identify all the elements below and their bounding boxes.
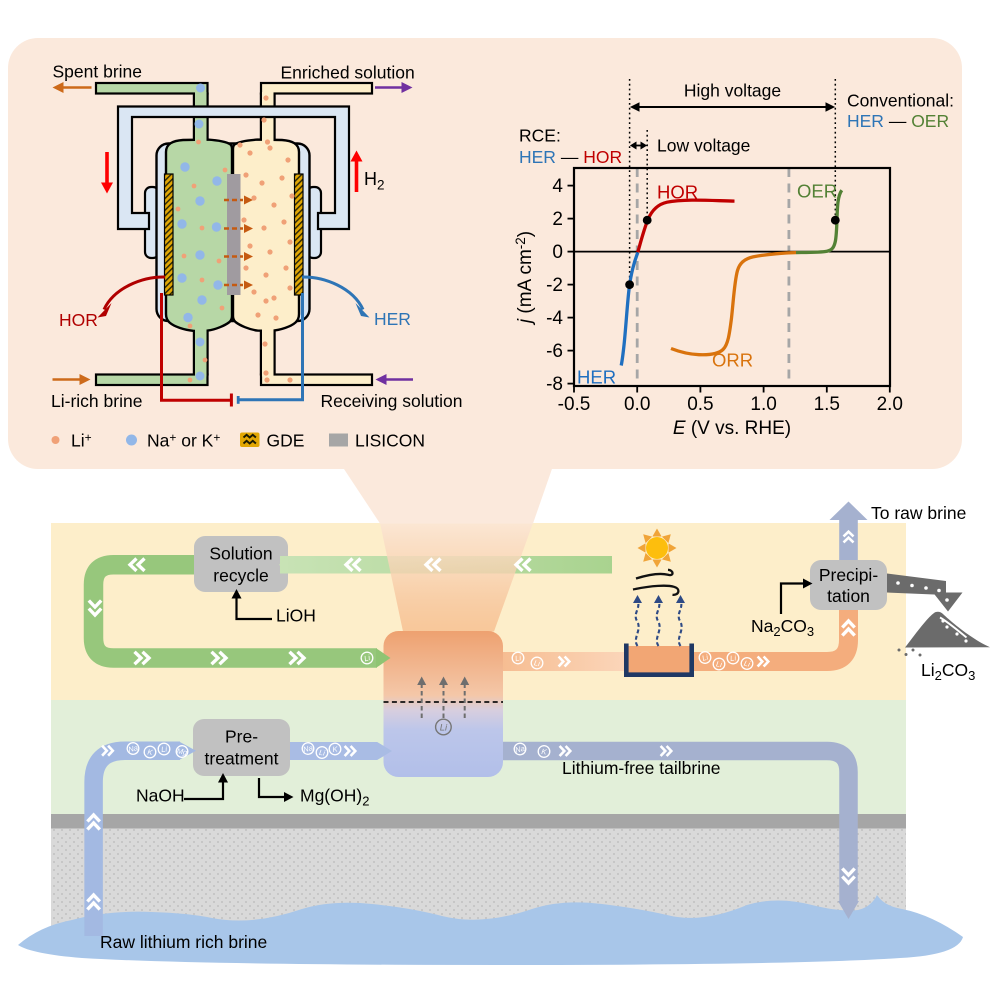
svg-text:Li: Li (715, 659, 722, 669)
svg-text:Mg: Mg (176, 746, 189, 757)
svg-text:LiOH: LiOH (276, 606, 316, 626)
svg-text:-4: -4 (546, 308, 563, 329)
svg-text:ORR: ORR (712, 350, 753, 371)
svg-text:tation: tation (827, 586, 870, 606)
svg-text:HER — HOR: HER — HOR (519, 147, 622, 167)
svg-text:Mg(OH)2: Mg(OH)2 (300, 786, 369, 809)
svg-text:Receiving solution: Receiving solution (321, 391, 463, 411)
svg-text:1.5: 1.5 (814, 394, 840, 415)
svg-text:NaOH: NaOH (136, 786, 185, 806)
svg-text:Li2CO3: Li2CO3 (921, 660, 975, 683)
svg-text:Li: Li (318, 748, 325, 758)
svg-text:4: 4 (552, 176, 563, 197)
svg-text:E (V vs. RHE): E (V vs. RHE) (673, 418, 791, 439)
svg-text:HOR: HOR (657, 182, 698, 203)
svg-text:LISICON: LISICON (355, 431, 425, 451)
svg-text:Na+ or K+: Na+ or K+ (147, 431, 220, 451)
svg-text:Na2CO3: Na2CO3 (751, 616, 814, 639)
svg-text:Li: Li (514, 653, 522, 663)
svg-text:OER: OER (797, 181, 837, 202)
svg-text:Na: Na (302, 743, 313, 754)
svg-text:HOR: HOR (59, 310, 98, 330)
svg-text:Spent brine: Spent brine (53, 62, 143, 82)
svg-text:-2: -2 (546, 275, 563, 296)
svg-text:Enriched solution: Enriched solution (281, 63, 415, 83)
svg-text:Li: Li (729, 653, 737, 663)
svg-text:Pre-: Pre- (225, 727, 258, 747)
svg-text:Raw lithium rich brine: Raw lithium rich brine (100, 932, 267, 952)
svg-text:Li-rich brine: Li-rich brine (51, 391, 142, 411)
svg-text:0.5: 0.5 (687, 394, 713, 415)
svg-text:Na: Na (127, 743, 139, 754)
svg-text:j (mA cm-2): j (mA cm-2) (513, 231, 536, 326)
svg-text:recycle: recycle (213, 566, 268, 586)
svg-text:HER — OER: HER — OER (847, 111, 949, 131)
svg-text:Li: Li (363, 653, 371, 663)
svg-text:-0.5: -0.5 (558, 394, 591, 415)
svg-text:K: K (541, 747, 548, 757)
svg-text:Li: Li (533, 658, 541, 668)
svg-text:Li: Li (440, 723, 448, 734)
svg-text:To raw brine: To raw brine (871, 503, 966, 523)
svg-text:1.0: 1.0 (750, 394, 776, 415)
svg-text:High voltage: High voltage (684, 81, 781, 101)
svg-text:Li: Li (160, 744, 167, 754)
svg-text:-8: -8 (546, 374, 563, 395)
svg-text:Solution: Solution (209, 544, 272, 564)
svg-text:Precipi-: Precipi- (819, 565, 878, 585)
svg-text:K: K (147, 747, 154, 757)
svg-text:2: 2 (552, 209, 563, 230)
svg-text:Conventional:: Conventional: (847, 91, 954, 111)
svg-text:Li: Li (743, 659, 751, 669)
svg-text:Low voltage: Low voltage (657, 136, 750, 156)
svg-text:HER: HER (374, 309, 411, 329)
svg-text:-6: -6 (546, 341, 563, 362)
svg-text:treatment: treatment (205, 749, 279, 769)
svg-text:K: K (332, 744, 339, 754)
svg-text:GDE: GDE (267, 431, 305, 451)
svg-text:0.0: 0.0 (624, 394, 650, 415)
svg-text:2.0: 2.0 (877, 394, 903, 415)
svg-text:Na: Na (514, 744, 525, 755)
svg-text:Li: Li (701, 652, 710, 662)
svg-text:RCE:: RCE: (519, 126, 561, 146)
svg-text:HER: HER (577, 367, 616, 388)
svg-text:Lithium-free tailbrine: Lithium-free tailbrine (562, 758, 721, 778)
svg-text:0: 0 (552, 242, 563, 263)
